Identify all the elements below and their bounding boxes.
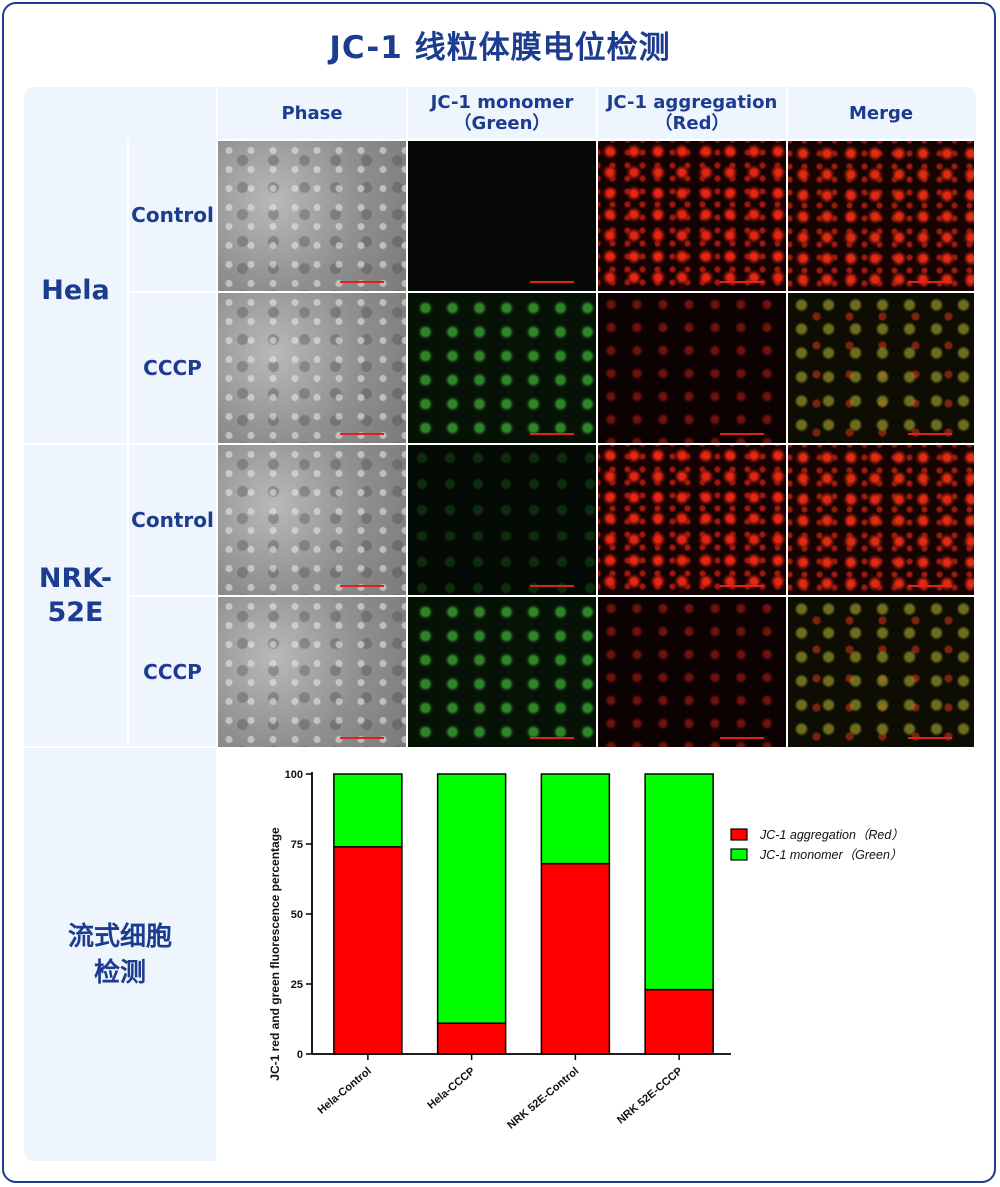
condition-label-text: CCCP (143, 356, 202, 380)
bar-segment (333, 846, 403, 1055)
micrograph-nrk52e-control-merge (788, 445, 974, 595)
scale-bar (340, 281, 384, 283)
micrograph-hela-control-red (598, 141, 786, 291)
bar-segment (644, 988, 714, 1055)
condition-label: CCCP (129, 597, 216, 747)
column-header-merge: Merge (788, 88, 974, 138)
column-header-line: （Green） (453, 113, 551, 134)
scale-bar (908, 585, 952, 587)
header-divider (406, 87, 408, 139)
scale-bar (340, 433, 384, 435)
column-header-monomer: JC-1 monomer （Green） (408, 88, 596, 138)
header-divider (786, 87, 788, 139)
micrograph-nrk52e-control-red (598, 445, 786, 595)
condition-label-text: Control (131, 203, 214, 227)
group-label-nrk52e: NRK- 52E (24, 445, 127, 747)
y-tick-label: 75 (291, 839, 303, 851)
row-divider (24, 443, 216, 445)
column-header-panel (24, 87, 976, 139)
column-header-line: Merge (848, 102, 914, 124)
group-label-hela: Hela (24, 139, 127, 443)
micrograph-nrk52e-cccp-red (598, 597, 786, 747)
x-tick-label: NRK 52E-CCCP (615, 1065, 685, 1126)
scale-bar (908, 281, 952, 283)
column-header-line: （Red） (654, 113, 730, 134)
chart-bars (333, 773, 714, 1055)
micrograph-hela-control-merge (788, 141, 974, 291)
chart-legend: JC-1 aggregation（Red） JC-1 monomer（Green） (730, 828, 904, 862)
column-header-line: JC-1 monomer (430, 92, 574, 113)
legend-label: JC-1 monomer（Green） (759, 848, 902, 862)
column-header-aggregation: JC-1 aggregation （Red） (598, 88, 786, 138)
micrograph-nrk52e-cccp-green (408, 597, 596, 747)
page-title: JC-1 线粒体膜电位检测 (329, 30, 671, 66)
legend-swatch (730, 828, 748, 841)
scale-bar (530, 585, 574, 587)
scale-bar (340, 737, 384, 739)
y-tick-label: 50 (291, 909, 303, 921)
micrograph-hela-cccp-phase (218, 293, 406, 443)
condition-label: CCCP (129, 293, 216, 443)
scale-bar (720, 281, 764, 283)
micrograph-hela-cccp-merge (788, 293, 974, 443)
flow-section-label: 流式细胞 检测 (24, 748, 216, 1161)
scale-bar (908, 433, 952, 435)
column-header-line: JC-1 aggregation (606, 92, 778, 113)
micrograph-nrk52e-control-green (408, 445, 596, 595)
scale-bar (720, 585, 764, 587)
micrograph-hela-control-phase (218, 141, 406, 291)
condition-label: Control (129, 139, 216, 291)
x-tick-label: NRK 52E-Control (505, 1065, 581, 1132)
scale-bar (530, 737, 574, 739)
micrograph-nrk52e-control-phase (218, 445, 406, 595)
micrograph-hela-cccp-red (598, 293, 786, 443)
row-divider (127, 291, 216, 293)
bar-segment (436, 773, 507, 1024)
y-tick-label: 100 (285, 769, 303, 781)
micrograph-nrk52e-cccp-phase (218, 597, 406, 747)
legend-label: JC-1 aggregation（Red） (759, 828, 904, 842)
x-tick-label: Hela-CCCP (425, 1065, 477, 1112)
stacked-bar-chart: Hela-Control Hela-CCCP NRK 52E-Control NRK … (268, 769, 904, 1132)
y-axis-label: JC-1 red and green fluorescence percenta… (268, 827, 282, 1081)
group-label-text: 52E (47, 597, 104, 628)
flow-section-label-line: 检测 (93, 957, 146, 988)
bar-segment (333, 773, 403, 848)
condition-label: Control (129, 445, 216, 595)
micrograph-nrk52e-cccp-merge (788, 597, 974, 747)
header-divider (216, 87, 218, 139)
scale-bar (720, 433, 764, 435)
group-label-text: NRK- (38, 563, 113, 594)
bar-segment (436, 1022, 507, 1055)
condition-label-text: Control (131, 508, 214, 532)
row-divider (24, 746, 216, 748)
header-divider (596, 87, 598, 139)
y-tick-label: 25 (291, 979, 303, 991)
scale-bar (340, 585, 384, 587)
scale-bar (530, 281, 574, 283)
legend-swatch (730, 848, 748, 861)
scale-bar (908, 737, 952, 739)
micrograph-hela-cccp-green (408, 293, 596, 443)
flow-label-panel (24, 747, 216, 1161)
bar-segment (644, 773, 714, 991)
group-label-text: Hela (41, 275, 110, 306)
flow-section-label-line: 流式细胞 (67, 921, 172, 952)
bar-segment (540, 773, 611, 865)
bar-segment (540, 862, 611, 1055)
column-header-phase: Phase (218, 88, 406, 138)
y-tick-label: 0 (297, 1049, 303, 1061)
scale-bar (530, 433, 574, 435)
x-tick-label: Hela-Control (316, 1065, 374, 1117)
row-divider (127, 595, 216, 597)
scale-bar (720, 737, 764, 739)
micrograph-hela-control-green (408, 141, 596, 291)
condition-label-text: CCCP (143, 660, 202, 684)
column-header-line: Phase (281, 102, 343, 124)
